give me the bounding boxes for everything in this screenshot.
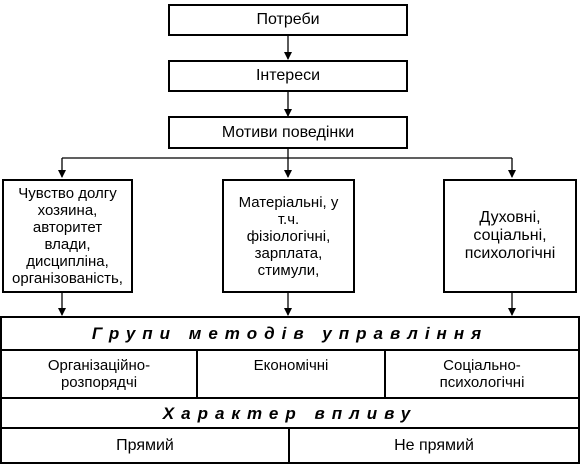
method-organizational: Організаційно-розпорядчі <box>2 351 198 399</box>
impact-direct: Прямий <box>2 429 290 462</box>
motives-box: Мотиви поведінки <box>168 116 408 149</box>
motive-group-middle: Матеріальні, у т.ч. фізіологічні, зарпла… <box>222 179 355 293</box>
impact-indirect: Не прямий <box>394 437 474 454</box>
motive-group-left-label: Чувство долгу хозяина, авторитет влади, … <box>12 185 123 287</box>
motive-group-right-label: Духовні, соціальні, психологічні <box>464 209 556 262</box>
impact-title: Характер впливу <box>2 399 578 429</box>
needs-box: Потреби <box>168 4 408 36</box>
method-socio-psychological: Соціально-психологічні <box>386 351 578 399</box>
motive-group-left: Чувство долгу хозяина, авторитет влади, … <box>2 179 133 293</box>
methods-table: Групи методів управління Організаційно-р… <box>0 316 580 464</box>
interests-box: Інтереси <box>168 60 408 92</box>
interests-label: Інтереси <box>255 67 321 84</box>
method-economic: Економічні <box>198 351 386 399</box>
motives-label: Мотиви поведінки <box>221 123 355 141</box>
motive-group-right: Духовні, соціальні, психологічні <box>443 179 577 293</box>
needs-label: Потреби <box>256 11 320 28</box>
methods-title: Групи методів управління <box>2 318 578 351</box>
motive-group-middle-label: Матеріальні, у т.ч. фізіологічні, зарпла… <box>238 193 339 279</box>
